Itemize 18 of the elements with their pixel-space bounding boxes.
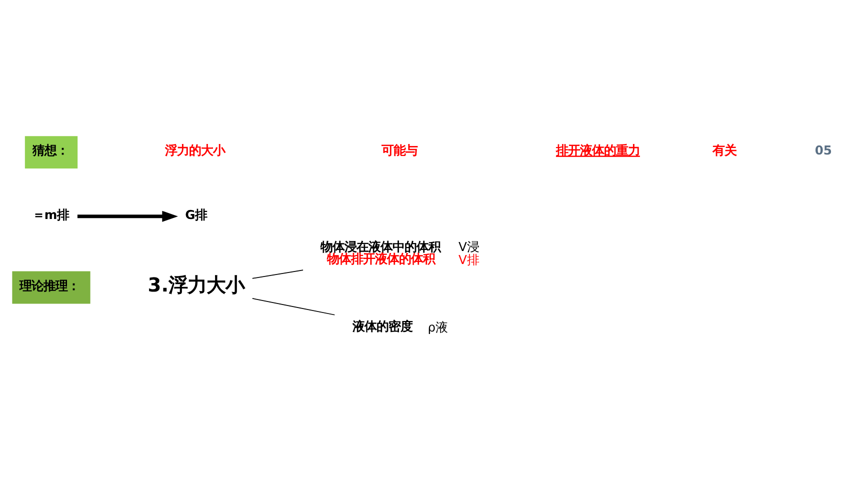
node-text: 液体的密度	[352, 319, 412, 334]
node-label: V排	[458, 252, 479, 266]
connector	[252, 269, 304, 278]
label: 排开液体的重力	[556, 143, 640, 158]
label: 浮力的大小	[164, 143, 225, 158]
node-box: 猜想：	[24, 136, 78, 168]
node-box: 理论推理：	[12, 270, 90, 304]
connector	[252, 298, 336, 315]
label: 可能与	[382, 143, 418, 158]
node-label: ρ液	[428, 320, 448, 334]
label: 有关	[712, 143, 737, 158]
node-label: V浸	[458, 239, 479, 254]
node-text: 物体浸在液体中的体积 物体排开液体的体积	[320, 239, 441, 266]
label: 05	[814, 143, 832, 158]
arrow	[77, 210, 178, 222]
node-text: 3.浮力大小	[148, 273, 245, 296]
node-text: ＝m排	[32, 207, 70, 222]
node-text: G排	[185, 207, 208, 222]
